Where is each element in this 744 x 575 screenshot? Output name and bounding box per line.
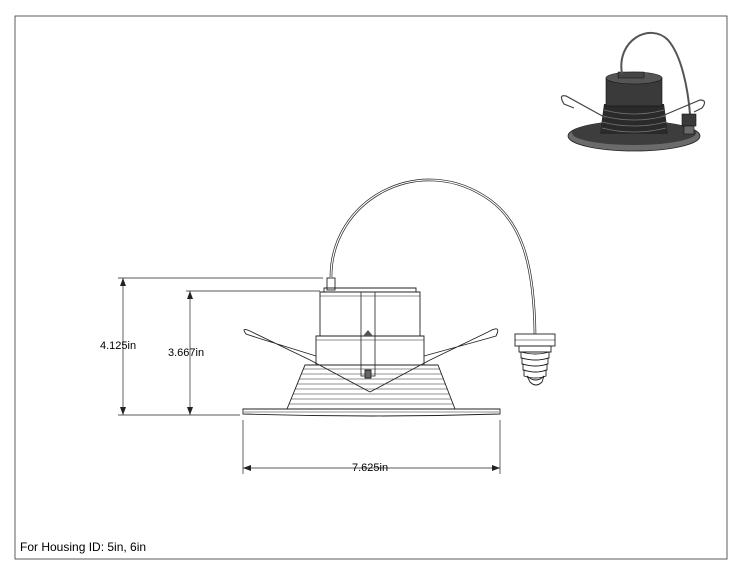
baffle-cone xyxy=(286,364,456,410)
housing-lower xyxy=(315,335,425,365)
housing-upper xyxy=(319,291,421,336)
overall-height-label: 4.125in xyxy=(100,340,137,352)
product-render-icon xyxy=(560,31,706,152)
downlight-side-view xyxy=(242,178,556,417)
spring-clip-left xyxy=(243,329,371,393)
spring-clip-right xyxy=(369,328,499,393)
housing-id-note: For Housing ID: 5in, 6in xyxy=(20,540,147,554)
trim-diameter-label: 7.625in xyxy=(352,462,389,474)
dimension-lines xyxy=(118,277,501,474)
sheet-border xyxy=(14,15,728,560)
socket-adapter xyxy=(514,333,556,386)
power-cord xyxy=(329,178,537,335)
trim-flange xyxy=(242,408,501,417)
housing-height-label: 3.667in xyxy=(168,347,205,359)
